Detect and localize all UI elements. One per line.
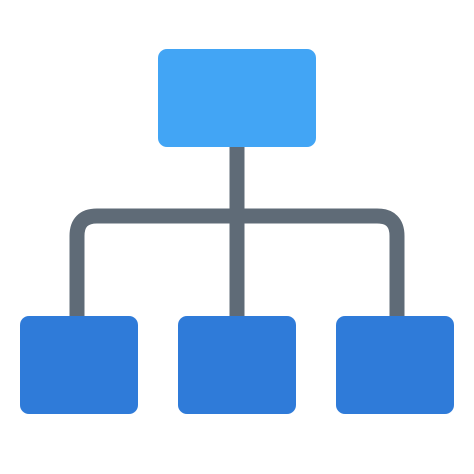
child-node-right [336,316,454,414]
connector-lines [69,140,405,318]
child-node-center [178,316,296,414]
child-node-left [20,316,138,414]
branch-connector [69,208,405,318]
root-node [158,49,316,147]
